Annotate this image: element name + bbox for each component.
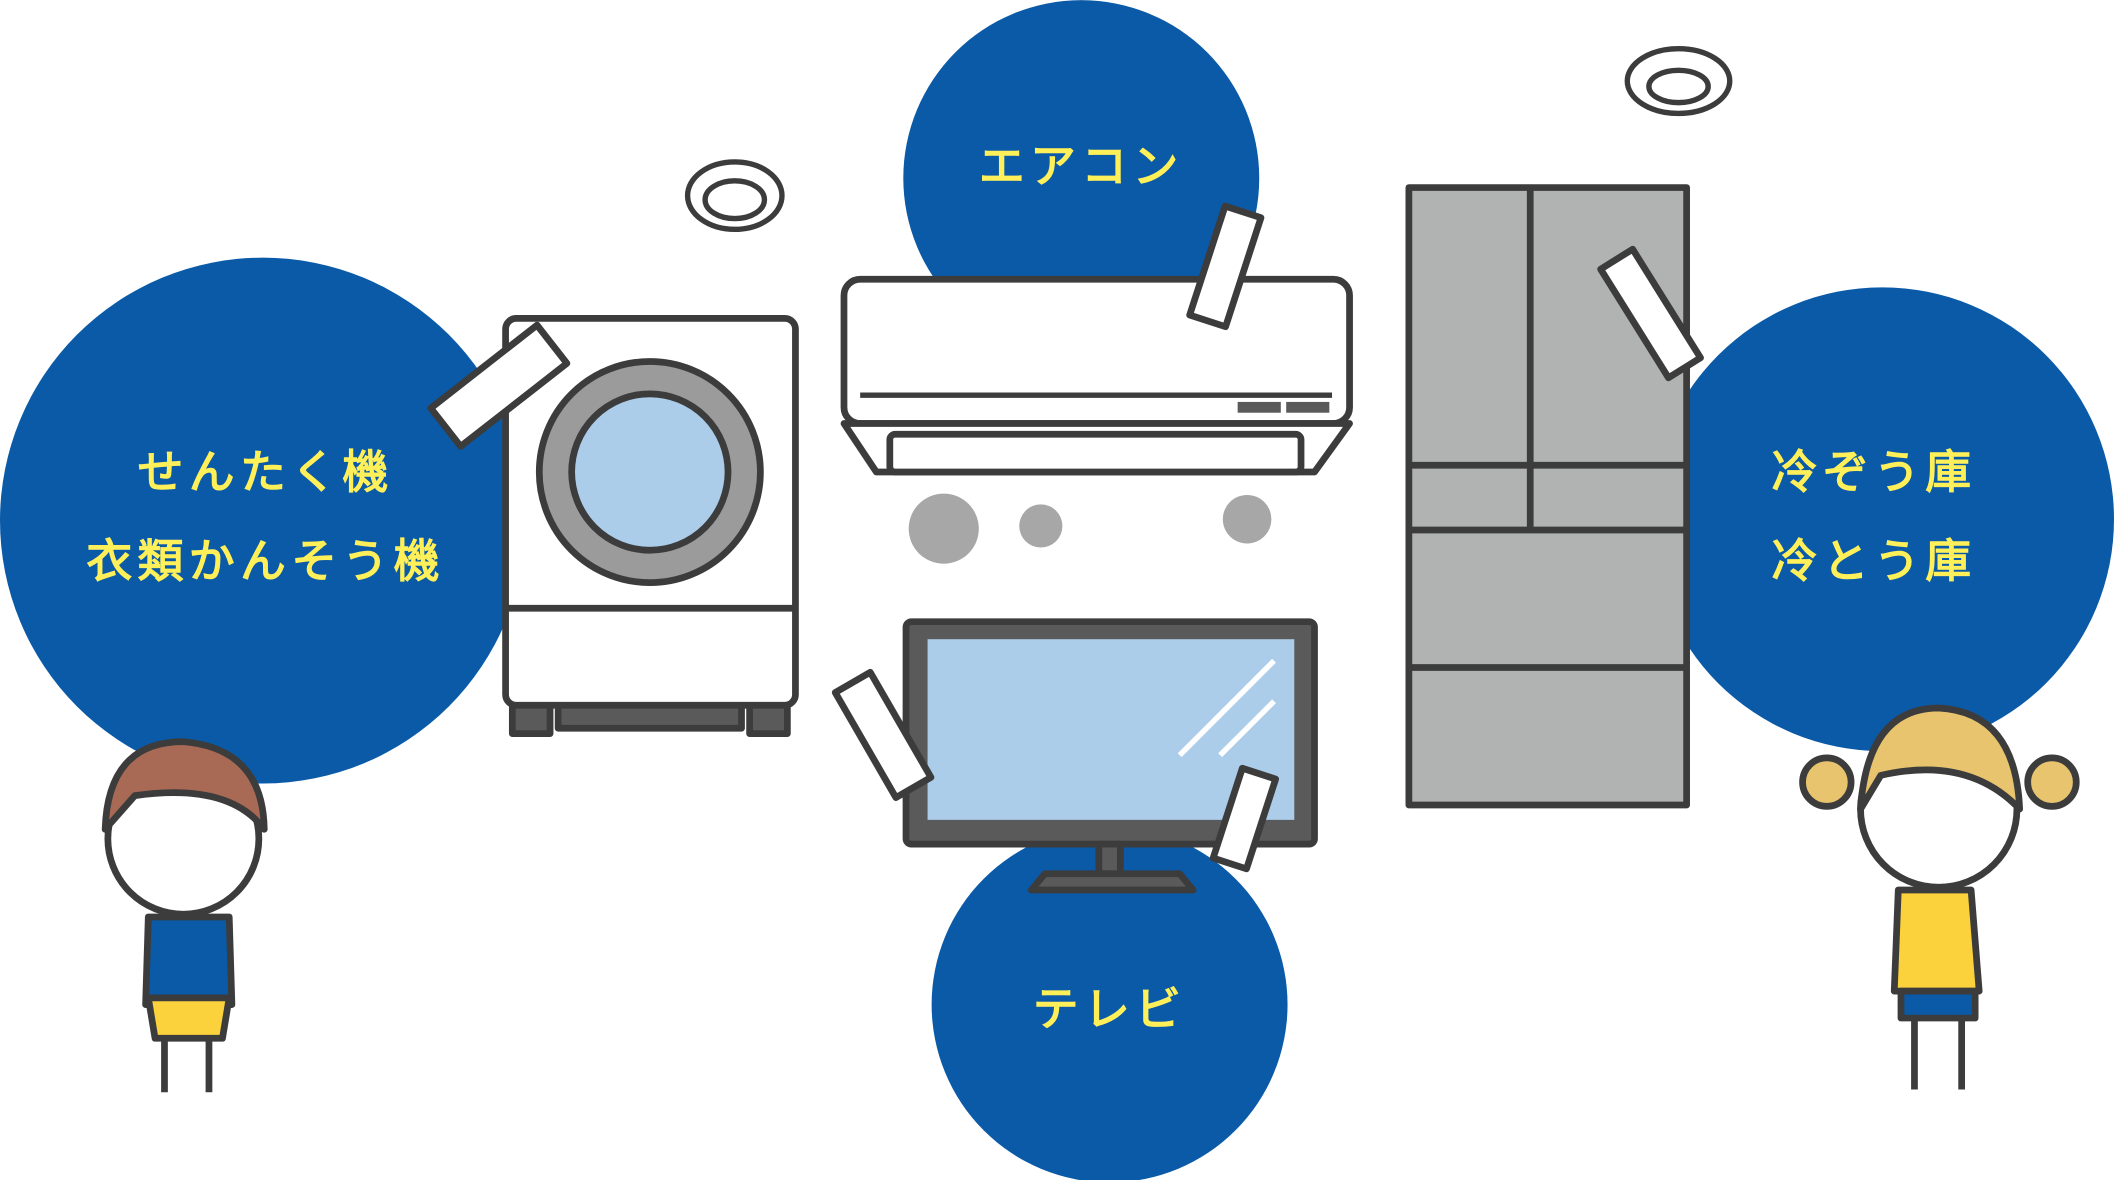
smoke-icon (1624, 45, 1733, 117)
washer-label-1: せんたく機 (138, 445, 394, 499)
washing-machine (427, 314, 799, 737)
fridge-label-1: 冷ぞう庫 (1772, 445, 1977, 499)
fridge-circle (1650, 287, 2114, 752)
refrigerator (1405, 184, 1704, 809)
tv-circle (931, 826, 1288, 1180)
aircon-label: エアコン (979, 139, 1184, 193)
television (831, 618, 1318, 894)
tv-label: テレビ (1033, 982, 1187, 1036)
washer-label-2: 衣類かんそう機 (86, 534, 445, 588)
fridge-label-2: 冷とう庫 (1772, 534, 1977, 588)
girl-character (1799, 704, 2080, 1090)
smoke-icon (684, 159, 785, 233)
air-conditioner (840, 202, 1353, 564)
washer-circle (0, 257, 526, 784)
boy-character (101, 738, 268, 1093)
aircon-circle (903, 0, 1260, 357)
